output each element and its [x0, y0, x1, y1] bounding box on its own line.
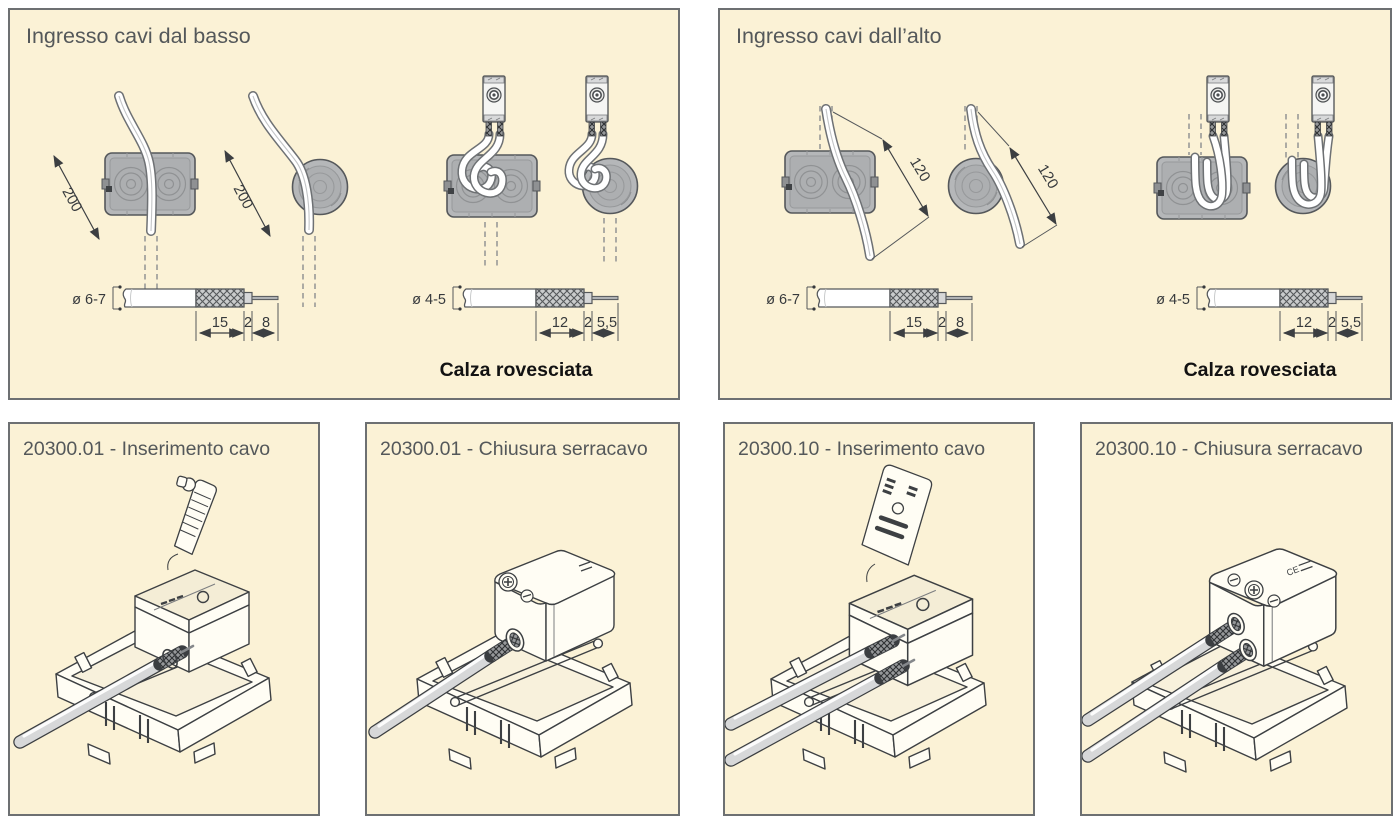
clamp-screw-small [1227, 573, 1241, 587]
illustration-2030010-chiusura: 20300.10 - Chiusura serracavo CE [1082, 438, 1363, 774]
clamp-screw [498, 572, 518, 592]
dimension-line [53, 154, 100, 241]
coax-diagram-small: ø 4-5 12 2 5,5 Calza rovesciata [1156, 285, 1363, 381]
panel-step-2030001-chiusura: 20300.01 - Chiusura serracavo [365, 422, 680, 816]
svg-text:8: 8 [956, 315, 964, 331]
rect-box-with-module [443, 75, 541, 268]
panel-step-2030010-inserimento: 20300.10 - Inserimento cavo [723, 422, 1035, 816]
panel-title: Ingresso cavi dal basso [26, 24, 251, 48]
coax-diameter-label: ø 4-5 [412, 292, 446, 308]
panel-step-2030010-chiusura: 20300.10 - Chiusura serracavo CE [1080, 422, 1393, 816]
illustration-2030010-inserimento: 20300.10 - Inserimento cavo [725, 438, 988, 771]
step-title: 20300.10 - Chiusura serracavo [1095, 438, 1363, 460]
clamp-screw-small [1267, 594, 1281, 608]
panel-cable-entry-bottom: Ingresso cavi dal basso 200 200 [8, 8, 680, 400]
diagram-cable-entry-top: Ingresso cavi dall’alto 120 120 [736, 24, 1363, 381]
illustration-2030001-chiusura: 20300.01 - Chiusura serracavo [368, 438, 648, 771]
rect-box-with-module [1153, 75, 1251, 220]
coax-diameter-label: ø 4-5 [1156, 292, 1190, 308]
isometric-device-closed-two-cables: CE [1082, 548, 1349, 774]
isometric-device-open [13, 474, 273, 766]
svg-text:12: 12 [552, 315, 568, 331]
tv-socket-module [1206, 75, 1230, 123]
coax-diagram-large: ø 6-7 15 2 8 [72, 285, 279, 341]
dimension-line [882, 138, 929, 218]
svg-text:2: 2 [584, 315, 592, 331]
dimension-line [224, 149, 271, 238]
dimension-label: 120 [906, 155, 933, 185]
rect-box-with-cable: 200 [53, 91, 199, 307]
tv-socket-module [1311, 75, 1335, 123]
caption-calza-rovesciata: Calza rovesciata [1184, 359, 1337, 381]
svg-text:2: 2 [244, 315, 252, 331]
open-cable-clamp-lever [160, 474, 219, 557]
svg-text:15: 15 [906, 315, 922, 331]
tv-socket-module [585, 75, 609, 123]
coax-diagram-small: ø 4-5 12 2 5,5 Calza rovesciata [412, 285, 619, 381]
svg-text:2: 2 [1328, 315, 1336, 331]
svg-text:5,5: 5,5 [1341, 315, 1361, 331]
dimension-label: 200 [58, 185, 85, 215]
rect-box-with-cable: 120 [781, 104, 934, 261]
svg-text:8: 8 [262, 315, 270, 331]
clamp-screw [1244, 580, 1264, 600]
illustration-2030001-inserimento: 20300.01 - Inserimento cavo [13, 438, 273, 766]
step-title: 20300.01 - Inserimento cavo [23, 438, 270, 460]
panel-cable-entry-top: Ingresso cavi dall’alto 120 120 [718, 8, 1392, 400]
coax-diameter-label: ø 6-7 [72, 292, 106, 308]
tv-socket-module [482, 75, 506, 123]
round-box-with-cable: 200 [224, 91, 349, 307]
round-box-with-module [1274, 75, 1335, 215]
panel-step-2030001-inserimento: 20300.01 - Inserimento cavo [8, 422, 320, 816]
round-box-with-module [564, 75, 639, 262]
svg-text:2: 2 [938, 315, 946, 331]
open-cable-clamp-cover [860, 463, 934, 567]
dimension-label: 200 [230, 182, 257, 212]
caption-calza-rovesciata: Calza rovesciata [440, 359, 593, 381]
dimension-line [1009, 146, 1057, 226]
diagram-cable-entry-bottom: Ingresso cavi dal basso 200 200 [26, 24, 639, 381]
step-title: 20300.10 - Inserimento cavo [738, 438, 985, 460]
svg-text:5,5: 5,5 [597, 315, 617, 331]
svg-text:12: 12 [1296, 315, 1312, 331]
coax-diagram-large: ø 6-7 15 2 8 [766, 285, 973, 341]
step-title: 20300.01 - Chiusura serracavo [380, 438, 648, 460]
svg-text:15: 15 [212, 315, 228, 331]
dimension-label: 120 [1034, 162, 1061, 192]
isometric-device-open-two-cables [725, 463, 988, 771]
clamp-screw-small [520, 589, 534, 603]
panel-title: Ingresso cavi dall’alto [736, 24, 942, 48]
ce-mark: CE [1285, 564, 1300, 578]
coax-diameter-label: ø 6-7 [766, 292, 800, 308]
round-box-with-cable: 120 [947, 104, 1062, 249]
isometric-device-closed [368, 549, 634, 771]
